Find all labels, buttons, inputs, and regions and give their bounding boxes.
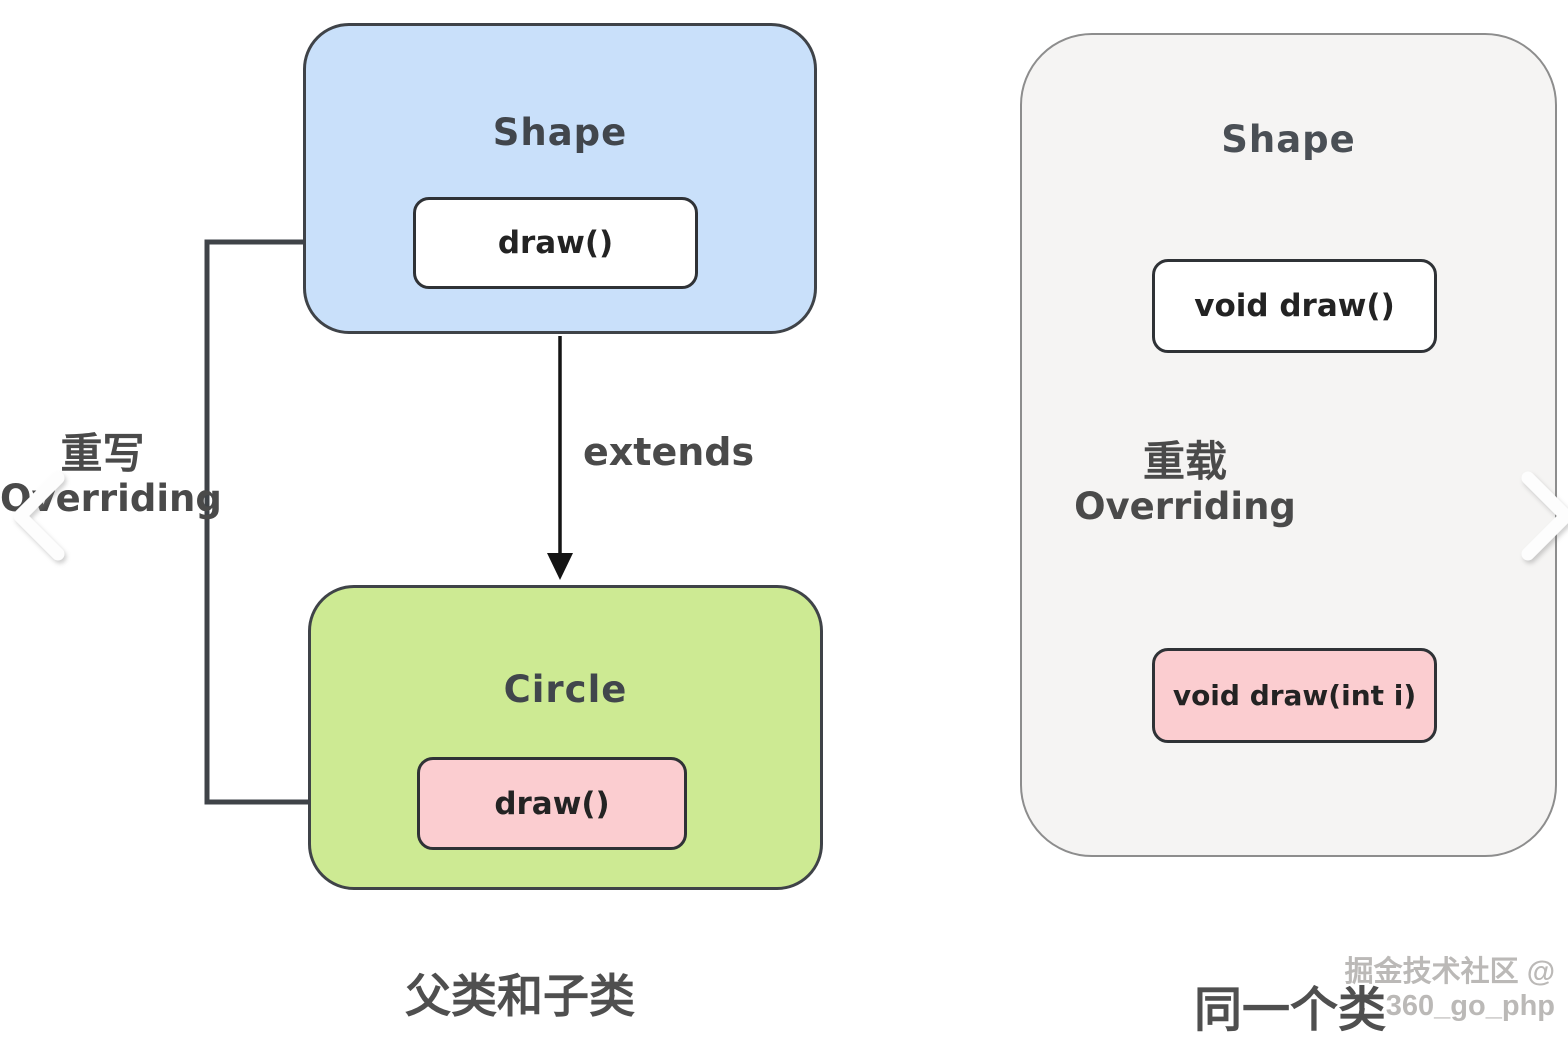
diagram-canvas: Shape draw() Circle draw() extends 重写 Ov… (0, 23, 1568, 1038)
overriding-label-zh: 重写 (60, 429, 145, 478)
overloading-label-zh: 重载 (1142, 437, 1227, 486)
chevron-right-icon (1521, 471, 1568, 561)
parent-draw-method-box: draw() (413, 197, 698, 289)
left-caption: 父类和子类 (405, 969, 635, 1023)
child-draw-method-box: draw() (417, 757, 687, 850)
child-class-box: Circle (308, 585, 823, 890)
overloading-label: 重载 Overriding (1040, 437, 1330, 529)
extends-label: extends (583, 430, 755, 474)
carousel-next-button[interactable] (1516, 468, 1568, 568)
watermark: 掘金技术社区 @ 360_go_php (1344, 956, 1555, 1022)
extends-arrowhead-icon (547, 553, 573, 580)
void-draw-int-method-box: void draw(int i) (1152, 648, 1437, 743)
void-draw-method-box: void draw() (1152, 259, 1437, 353)
child-class-title: Circle (503, 668, 628, 711)
overloading-label-en: Overriding (1074, 485, 1296, 529)
parent-class-title: Shape (492, 111, 628, 154)
panel-class-title: Shape (1221, 118, 1356, 161)
carousel-prev-button[interactable] (6, 468, 70, 568)
chevron-left-icon (13, 471, 65, 561)
